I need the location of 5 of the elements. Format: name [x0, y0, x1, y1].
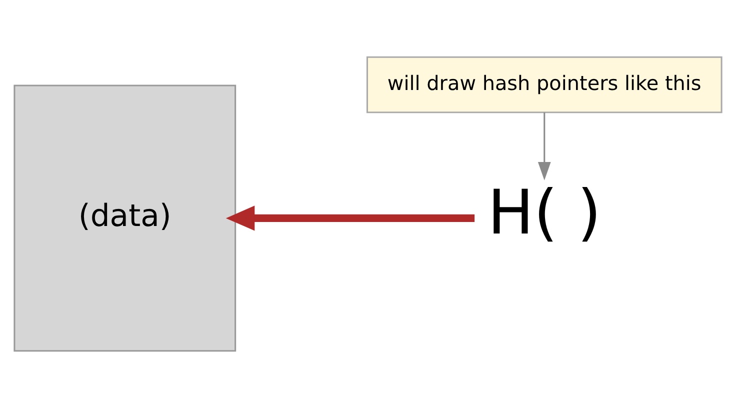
node-text: H( ): [488, 178, 602, 249]
arrow: [226, 206, 475, 231]
arrow: [538, 112, 551, 180]
node-box: (data): [14, 84, 236, 352]
node-box: will draw hash pointers like this: [366, 56, 722, 114]
